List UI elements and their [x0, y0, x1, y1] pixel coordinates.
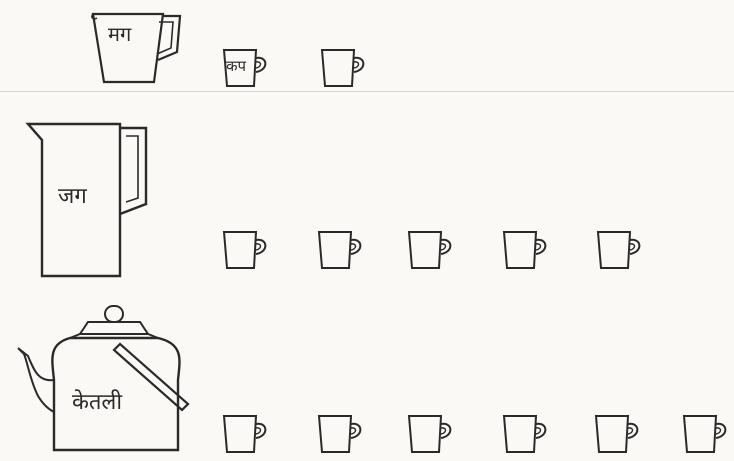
cup-label: कप	[226, 56, 246, 76]
cup-icon	[407, 230, 455, 270]
mug-icon: मग	[88, 8, 188, 88]
cup-icon	[222, 230, 270, 270]
cup-icon	[320, 48, 368, 88]
cup-icon	[682, 414, 730, 454]
cup-icon	[317, 414, 365, 454]
cup-icon	[407, 414, 455, 454]
cup-icon: कप	[222, 48, 270, 88]
jug-icon: जग	[26, 118, 156, 288]
kettle-icon: केतली	[8, 300, 198, 460]
kettle-label: केतली	[72, 386, 122, 416]
cup-icon	[222, 414, 270, 454]
cup-icon	[596, 230, 644, 270]
cup-icon	[317, 230, 365, 270]
cup-icon	[502, 230, 550, 270]
cup-icon	[502, 414, 550, 454]
jug-label: जग	[58, 180, 87, 210]
mug-row: मग कप	[0, 0, 734, 100]
cup-icon	[594, 414, 642, 454]
mug-label: मग	[108, 20, 131, 47]
kettle-row: केतली	[0, 300, 734, 461]
jug-row: जग	[0, 110, 734, 290]
